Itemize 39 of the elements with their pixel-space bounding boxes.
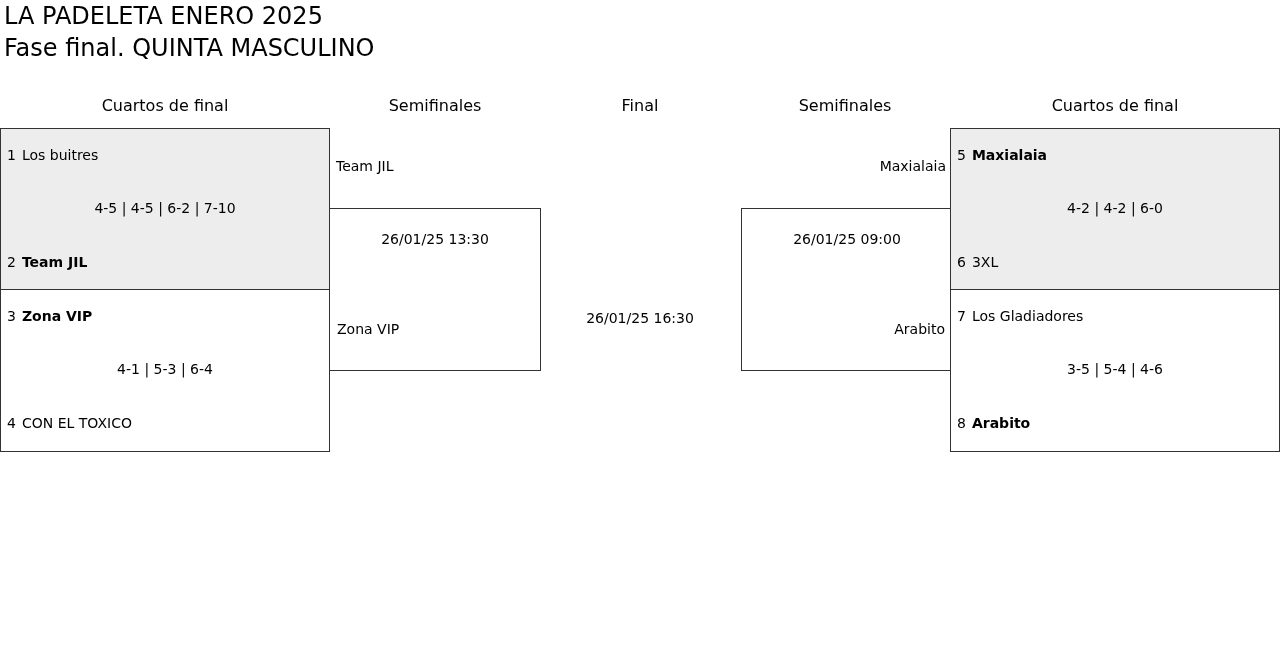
team-name: Los Gladiadores [971,308,1084,324]
column-header: Cuartos de final [1050,96,1180,115]
team-name: Los buitres [21,147,99,163]
seed-number: 4 [7,415,16,431]
match-schedule: 26/01/25 09:00 [792,231,902,247]
team-name: 3XL [971,254,999,270]
seed-number: 7 [957,308,966,324]
score-text: 4-2 | 4-2 | 6-0 [1066,200,1164,216]
team-name: Team JIL [336,158,394,174]
team-name: Team JIL [21,254,88,270]
team-name: Maxialaia [971,147,1048,163]
team-name: Maxialaia [879,158,946,174]
team-name: Zona VIP [21,308,93,324]
match-box [950,289,1280,452]
match-box [950,128,1280,291]
seed-number: 3 [7,308,16,324]
team-name: Arabito [971,415,1031,431]
bracket-box [329,208,541,371]
seed-number: 5 [957,147,966,163]
column-header: Semifinales [387,96,483,115]
column-header: Semifinales [797,96,893,115]
team-name: Zona VIP [337,321,400,337]
seed-number: 1 [7,147,16,163]
seed-number: 8 [957,415,966,431]
team-name: CON EL TOXICO [21,415,132,431]
column-header: Cuartos de final [100,96,230,115]
match-schedule: 26/01/25 16:30 [585,310,695,326]
match-box [0,128,330,291]
subtitle: Fase final. QUINTA MASCULINO [4,34,375,62]
score-text: 4-1 | 5-3 | 6-4 [116,361,214,377]
team-name: Arabito [894,321,945,337]
score-text: 4-5 | 4-5 | 6-2 | 7-10 [93,200,237,216]
match-box [0,289,330,452]
column-header: Final [620,96,660,115]
seed-number: 6 [957,254,966,270]
score-text: 3-5 | 5-4 | 4-6 [1066,361,1164,377]
seed-number: 2 [7,254,16,270]
title: LA PADELETA ENERO 2025 [4,2,323,30]
match-schedule: 26/01/25 13:30 [380,231,490,247]
